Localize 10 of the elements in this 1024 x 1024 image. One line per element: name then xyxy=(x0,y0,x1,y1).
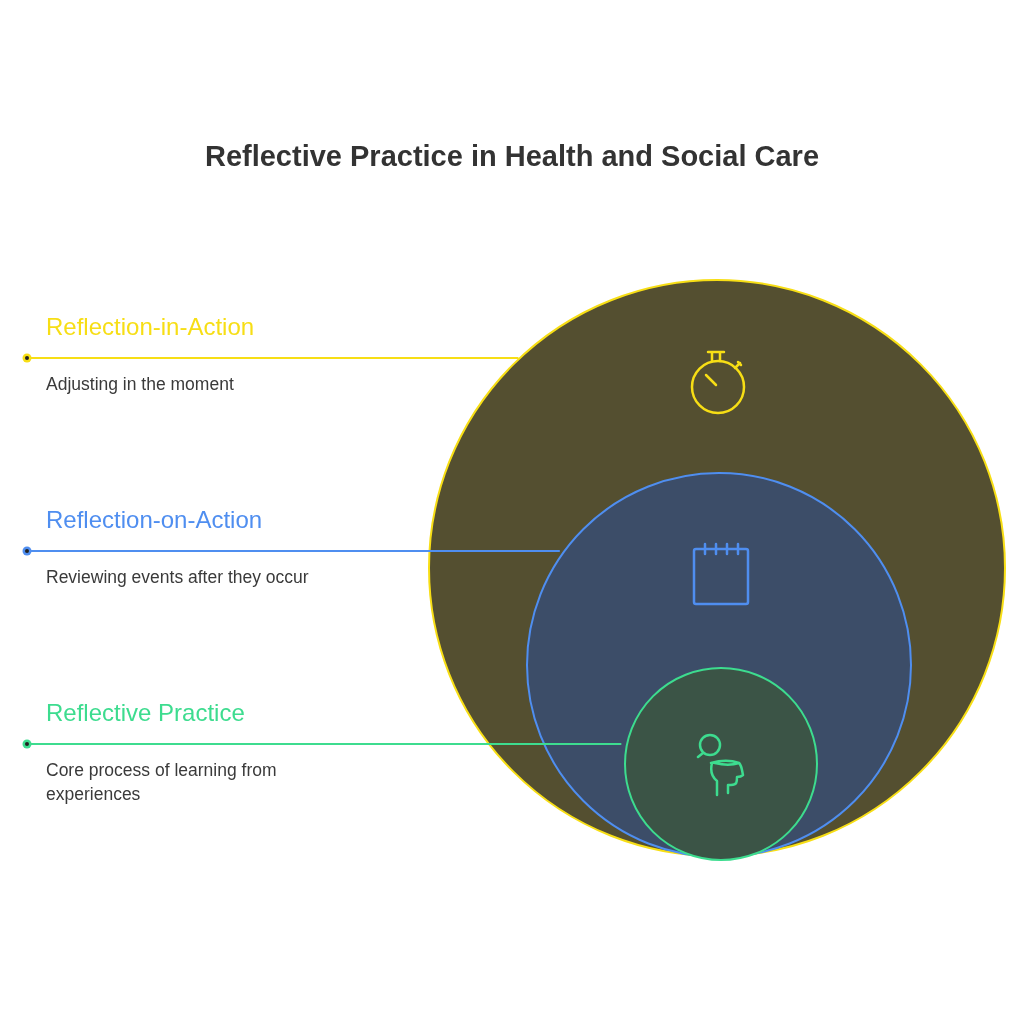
title: Reflective Practice in Health and Social Care xyxy=(203,140,821,173)
leader-line xyxy=(22,546,561,556)
label-description: Adjusting in the moment xyxy=(45,373,235,396)
label-heading: Reflection-in-Action xyxy=(45,312,256,342)
leader-line xyxy=(22,739,623,749)
label-description: Core process of learning from experiences xyxy=(45,759,278,806)
label-heading: Reflection-on-Action xyxy=(45,505,264,535)
leader-line xyxy=(22,353,520,363)
label-description: Reviewing events after they occur xyxy=(45,566,310,589)
label-heading: Reflective Practice xyxy=(45,698,246,728)
